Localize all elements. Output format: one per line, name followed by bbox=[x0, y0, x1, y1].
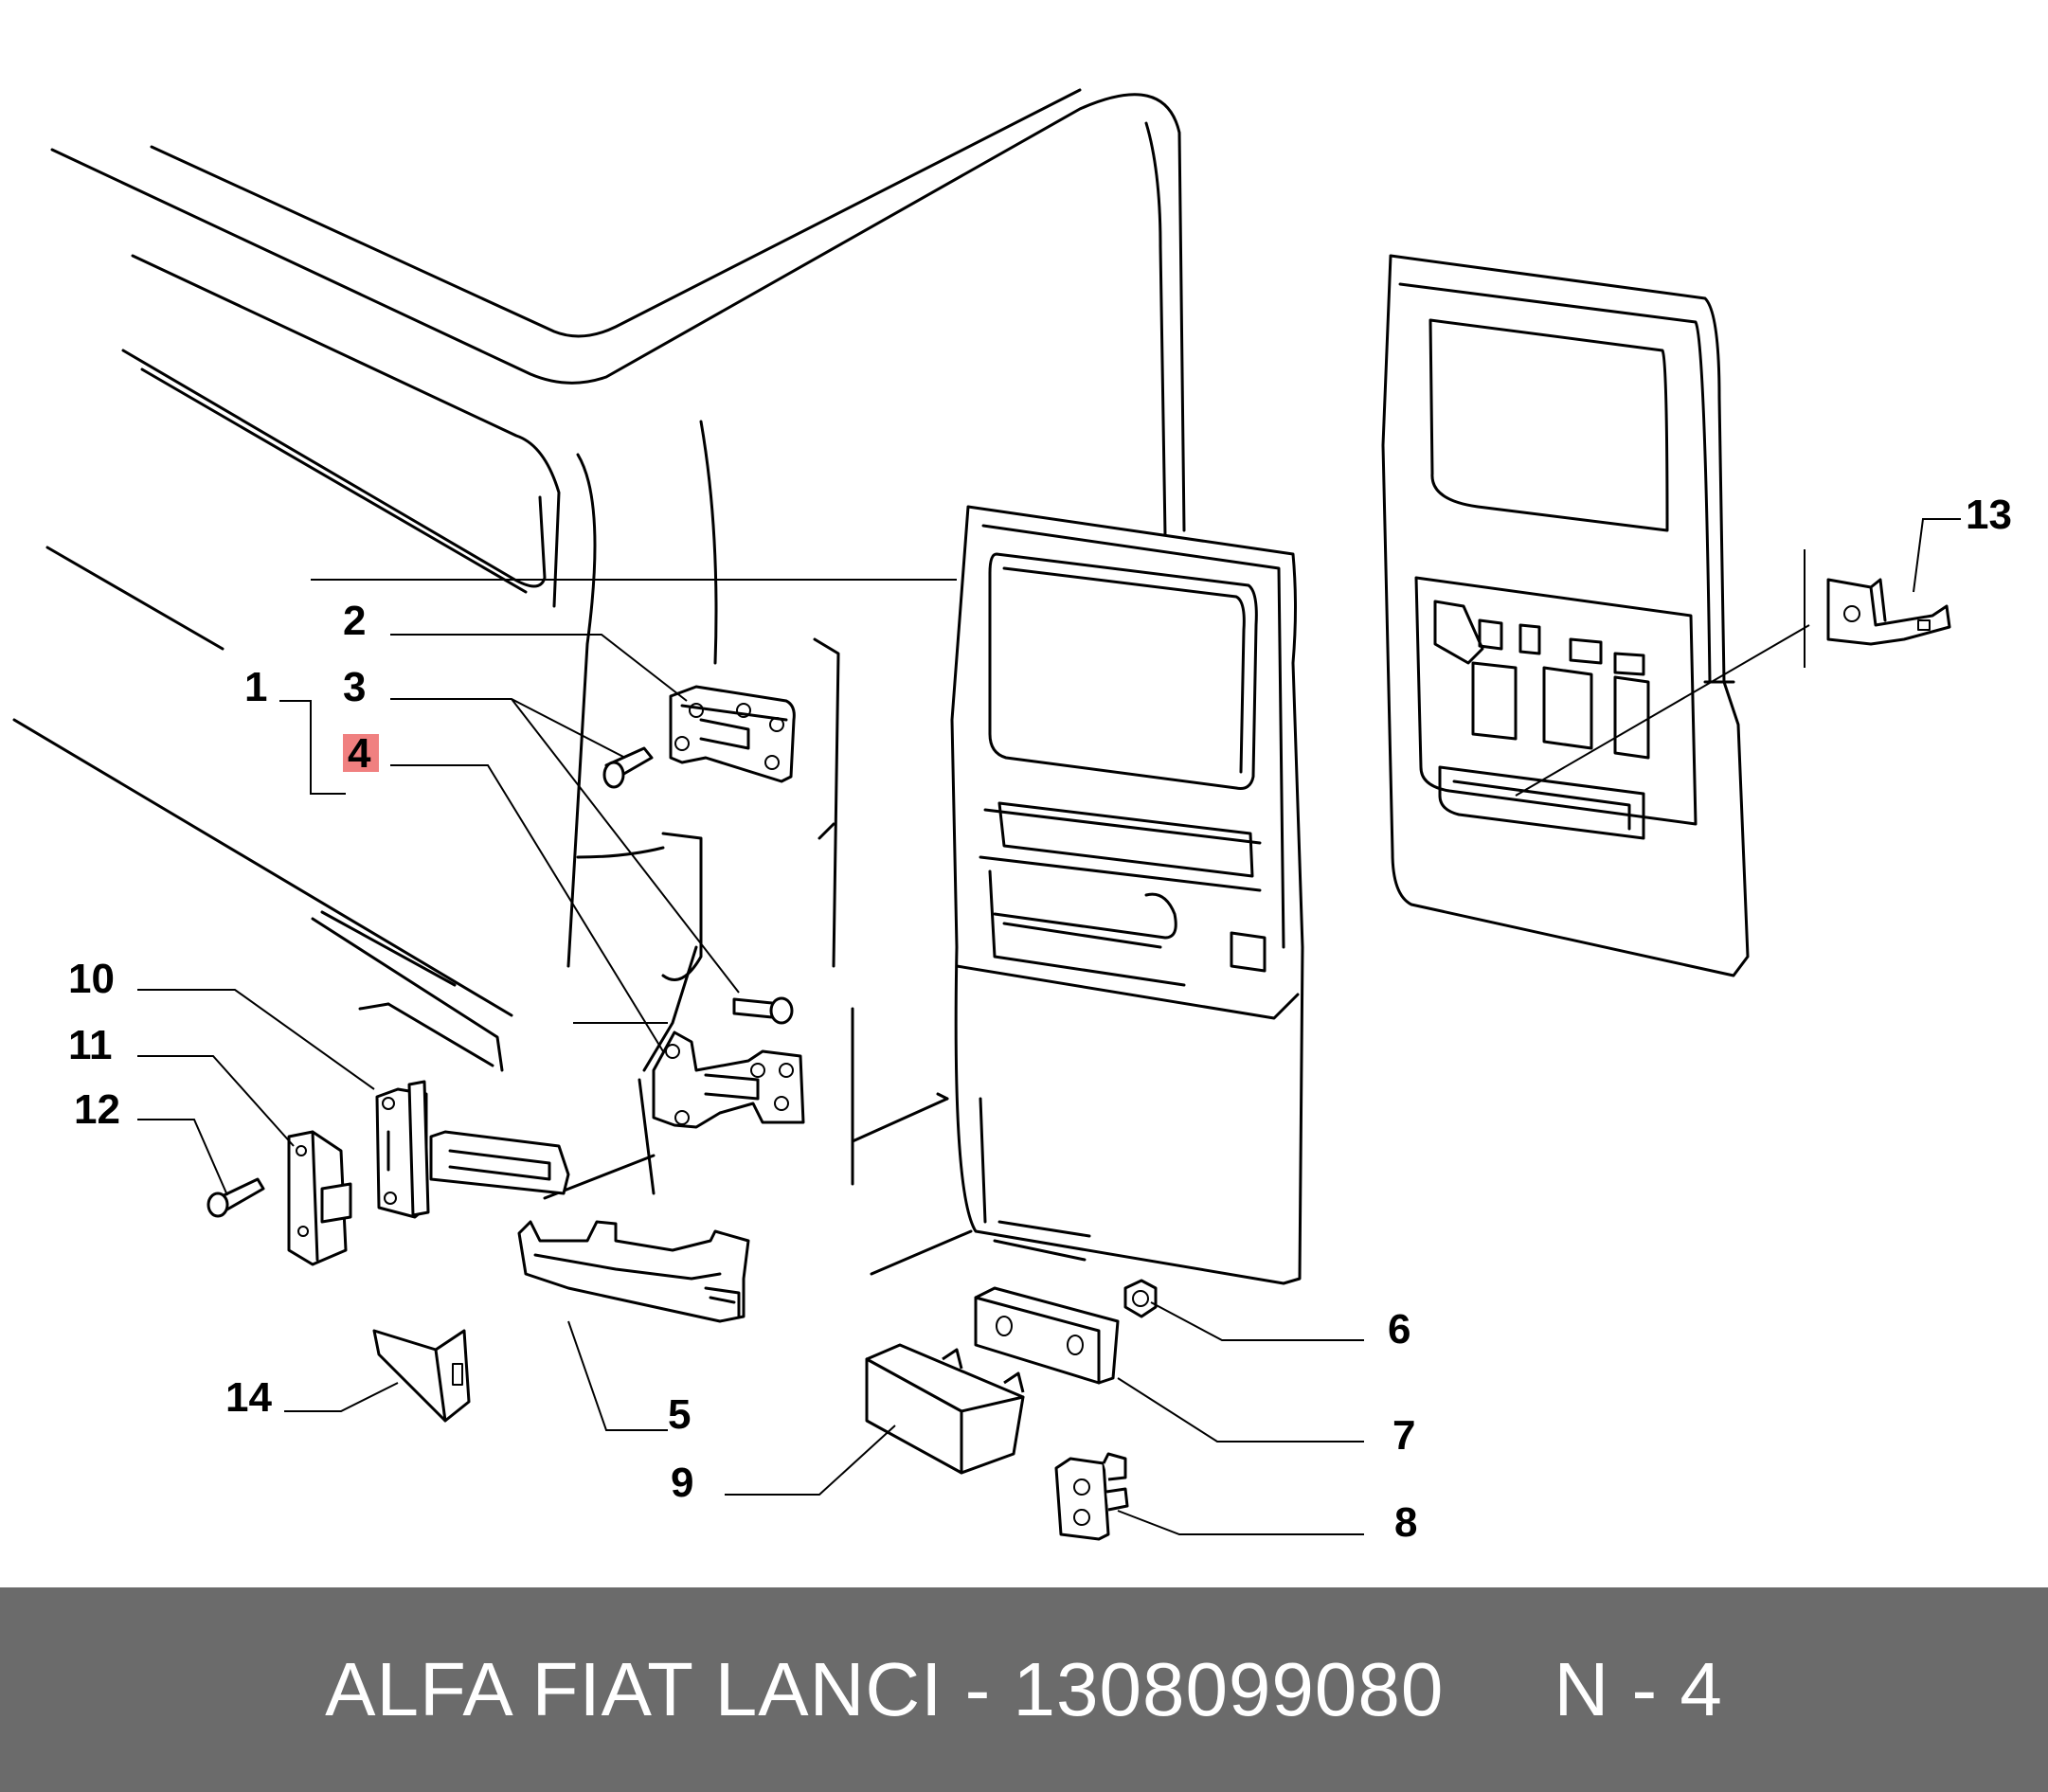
callout-9: 9 bbox=[671, 1460, 693, 1506]
part-9-block bbox=[865, 1343, 1025, 1475]
callout-3: 3 bbox=[343, 664, 366, 710]
callout-12: 12 bbox=[74, 1086, 120, 1133]
callout-5: 5 bbox=[668, 1391, 691, 1438]
part-8-guide bbox=[1054, 1452, 1129, 1541]
inner-door-panel bbox=[1381, 254, 1750, 977]
part-info-footer: ALFA FIAT LANCI - 1308099080 N - 4 bbox=[0, 1587, 2048, 1792]
callout-14: 14 bbox=[225, 1374, 272, 1421]
exploded-parts-diagram: 1 2 3 4 5 6 7 8 9 10 11 12 13 14 bbox=[12, 88, 2012, 1546]
part-3-bolt-lower bbox=[732, 996, 794, 1025]
callout-2: 2 bbox=[343, 598, 366, 644]
part-12-bolt bbox=[207, 1177, 265, 1218]
footer-brand: ALFA FIAT LANCI bbox=[325, 1647, 943, 1731]
callout-1: 1 bbox=[244, 664, 267, 710]
leader-lines bbox=[137, 518, 1961, 1535]
part-11-bracket bbox=[287, 1130, 352, 1266]
footer-part-number: 1308099080 bbox=[1013, 1647, 1445, 1731]
part-6-nut bbox=[1123, 1279, 1158, 1318]
callout-6: 6 bbox=[1388, 1306, 1410, 1353]
footer-position: N - 4 bbox=[1554, 1647, 1723, 1731]
part-10-door-check bbox=[375, 1080, 570, 1219]
callout-4: 4 bbox=[348, 730, 371, 777]
part-2-upper-hinge bbox=[669, 685, 796, 783]
part-3-bolt-upper bbox=[602, 746, 654, 789]
part-13-l-bracket bbox=[1826, 578, 1951, 646]
callout-11: 11 bbox=[68, 1022, 113, 1068]
callout-10: 10 bbox=[68, 956, 115, 1002]
footer-separator: - bbox=[964, 1647, 992, 1731]
part-4-lower-hinge bbox=[652, 1030, 805, 1129]
part-5-latch-bracket bbox=[517, 1220, 750, 1323]
callout-7: 7 bbox=[1392, 1412, 1415, 1459]
van-body-outline bbox=[12, 88, 1186, 1276]
callout-13: 13 bbox=[1966, 492, 2012, 538]
callout-labels: 1 2 3 4 5 6 7 8 9 10 11 12 13 14 bbox=[68, 492, 2012, 1546]
part-7-plate bbox=[974, 1286, 1120, 1385]
rear-door bbox=[950, 505, 1304, 1285]
callout-8: 8 bbox=[1394, 1499, 1417, 1546]
part-14-wedge-bracket bbox=[372, 1329, 471, 1423]
callout-4-highlight bbox=[343, 734, 379, 772]
